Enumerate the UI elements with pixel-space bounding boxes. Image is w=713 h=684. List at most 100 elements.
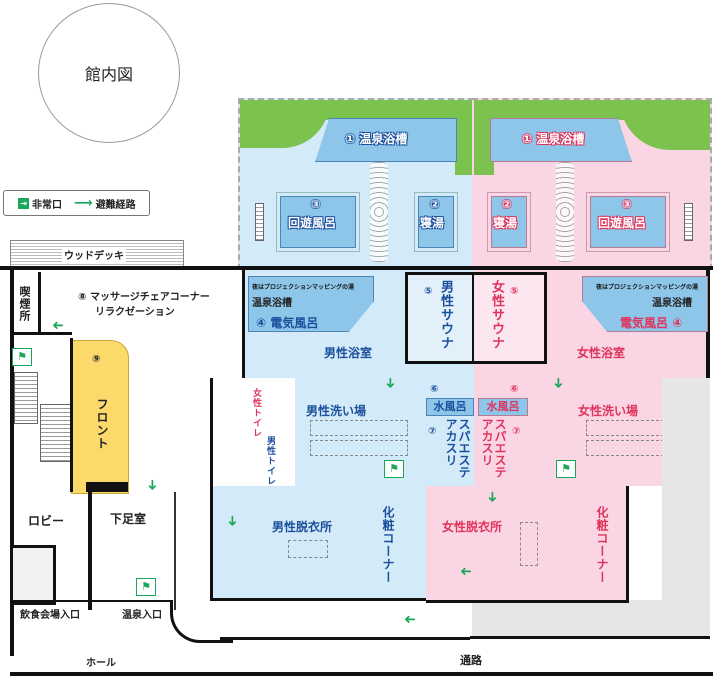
shower-row xyxy=(310,440,408,456)
male-washing-area-label: 男性洗い場 xyxy=(306,404,367,418)
male-projection-note: 夜はプロジェクションマッピングの湯 xyxy=(252,284,355,291)
female-outdoor-bath-label: ① 温泉浴槽 xyxy=(522,132,585,146)
evac-arrow-left-icon: ➜ xyxy=(404,611,416,627)
male-sleeping-bath xyxy=(418,196,454,248)
female-toilet-label: 女性トイレ xyxy=(251,388,261,438)
emergency-exit-icon: ⚑ xyxy=(136,578,156,596)
unused-area xyxy=(472,600,710,636)
male-outdoor-bath-label: ① 温泉浴槽 xyxy=(345,132,408,146)
male-garden-right xyxy=(455,100,472,175)
evac-arrow-left-icon: ➜ xyxy=(52,317,64,333)
male-spa-label: スパエステアカスリ xyxy=(444,418,471,478)
male-outdoor-bath xyxy=(315,118,457,162)
female-sauna-num: ⑤ xyxy=(510,286,519,297)
male-sleeping-bath-frame xyxy=(414,192,458,252)
emergency-exit-icon: ⚑ xyxy=(556,460,576,478)
evac-arrow-down-icon: ➜ xyxy=(381,377,398,389)
west-wall xyxy=(10,266,14,656)
legend-route-label: 避難経路 xyxy=(95,199,136,211)
female-projection-note: 夜はプロジェクションマッピングの湯 xyxy=(596,284,699,291)
female-circular-bath-label: 回遊風呂 xyxy=(598,216,647,230)
female-indoor-bath-label: 温泉浴槽 xyxy=(652,298,692,309)
female-spa-num: ⑦ xyxy=(512,426,521,437)
male-bathroom-label: 男性浴室 xyxy=(324,346,373,360)
female-cold-bath-num: ⑥ xyxy=(510,384,519,395)
female-sauna xyxy=(472,272,547,364)
passage-label: 通路 xyxy=(460,654,482,667)
male-changing-room xyxy=(210,486,429,601)
female-cold-bath: 水風呂 xyxy=(478,398,528,416)
male-changing-room-label: 男性脱衣所 xyxy=(272,520,333,534)
female-changing-room-label: 女性脱衣所 xyxy=(442,520,503,534)
female-sleeping-bath-frame xyxy=(487,192,531,252)
male-sleeping-bath-num: ② xyxy=(430,198,440,211)
male-circular-bath xyxy=(280,196,356,248)
evac-arrow-down-icon: ➜ xyxy=(143,479,160,491)
male-sauna xyxy=(405,272,476,364)
wall xyxy=(470,636,710,639)
wall xyxy=(70,338,73,492)
wall xyxy=(10,332,72,335)
male-indoor-bath-label: 温泉浴槽 xyxy=(252,298,292,309)
male-makeup-corner-label: 化粧コーナー xyxy=(381,506,395,584)
arrow-right-icon: ⟶ xyxy=(74,195,93,211)
emergency-exit-icon: ⚑ xyxy=(12,348,32,366)
hall-label: ホール xyxy=(86,658,116,669)
legend: ⇥ 非常口 ⟶ 避難経路 xyxy=(3,190,150,216)
female-rock-path xyxy=(556,162,574,262)
male-sleeping-bath-label: 寝湯 xyxy=(420,216,445,230)
female-circular-bath-num: ③ xyxy=(622,198,632,211)
evac-arrow-down-icon: ➜ xyxy=(549,377,566,389)
male-sauna-label: 男性サウナ xyxy=(438,280,453,350)
male-rock-path xyxy=(370,162,388,262)
map-title: 館内図 xyxy=(38,3,180,143)
shower-row xyxy=(310,420,408,436)
male-cold-bath: 水風呂 xyxy=(426,398,474,416)
front-desk-label: フロント xyxy=(95,398,109,450)
female-sleeping-bath-label: 寝湯 xyxy=(493,216,518,230)
toilet-area xyxy=(210,378,295,486)
curved-wall xyxy=(170,600,233,643)
male-garden-top xyxy=(320,100,472,120)
female-circular-bath-frame xyxy=(586,192,670,252)
male-electric-bath-label: ④ 電気風呂 xyxy=(256,316,319,330)
male-indoor-bath xyxy=(248,276,374,332)
front-desk xyxy=(71,340,129,494)
bench xyxy=(288,540,328,558)
legend-exit-label: 非常口 xyxy=(32,199,62,211)
female-indoor-bath xyxy=(582,276,708,332)
wall xyxy=(86,482,128,492)
front-desk-num: ⑨ xyxy=(92,354,101,365)
wall xyxy=(10,600,170,602)
elevator xyxy=(10,545,56,605)
wood-deck-label: ウッドデッキ xyxy=(62,247,126,262)
shoe-room xyxy=(88,492,176,610)
evac-arrow-down-icon: ➜ xyxy=(223,515,240,527)
evac-arrow-down-icon: ➜ xyxy=(483,491,500,503)
wall xyxy=(242,270,245,378)
male-ladder xyxy=(255,203,264,241)
female-circular-bath xyxy=(590,196,666,248)
wall xyxy=(220,637,470,640)
dining-entrance-label: 飲食会場入口 xyxy=(20,610,80,621)
female-electric-bath-label: 電気風呂 ④ xyxy=(620,316,683,330)
onsen-entrance-label: 温泉入口 xyxy=(122,610,162,621)
male-cold-bath-num: ⑥ xyxy=(430,384,439,395)
female-makeup-corner-label: 化粧コーナー xyxy=(595,506,609,584)
smoking-room-label: 喫煙所 xyxy=(18,286,31,322)
male-sauna-num: ⑤ xyxy=(424,286,433,297)
female-sauna-label: 女性サウナ xyxy=(489,280,504,350)
bench xyxy=(520,522,538,566)
north-wall xyxy=(0,266,713,270)
shoe-room-label: 下足室 xyxy=(110,512,147,526)
stairs xyxy=(14,372,38,424)
wall xyxy=(706,270,710,378)
emergency-exit-icon: ⚑ xyxy=(384,460,404,478)
evac-arrow-left-icon: ➜ xyxy=(460,563,472,579)
female-garden-top xyxy=(474,100,634,120)
lobby-label: ロビー xyxy=(28,514,65,528)
female-bathroom-label: 女性浴室 xyxy=(577,346,626,360)
smoking-wall xyxy=(38,272,41,332)
female-ladder xyxy=(684,203,693,241)
female-changing-room xyxy=(426,486,629,603)
